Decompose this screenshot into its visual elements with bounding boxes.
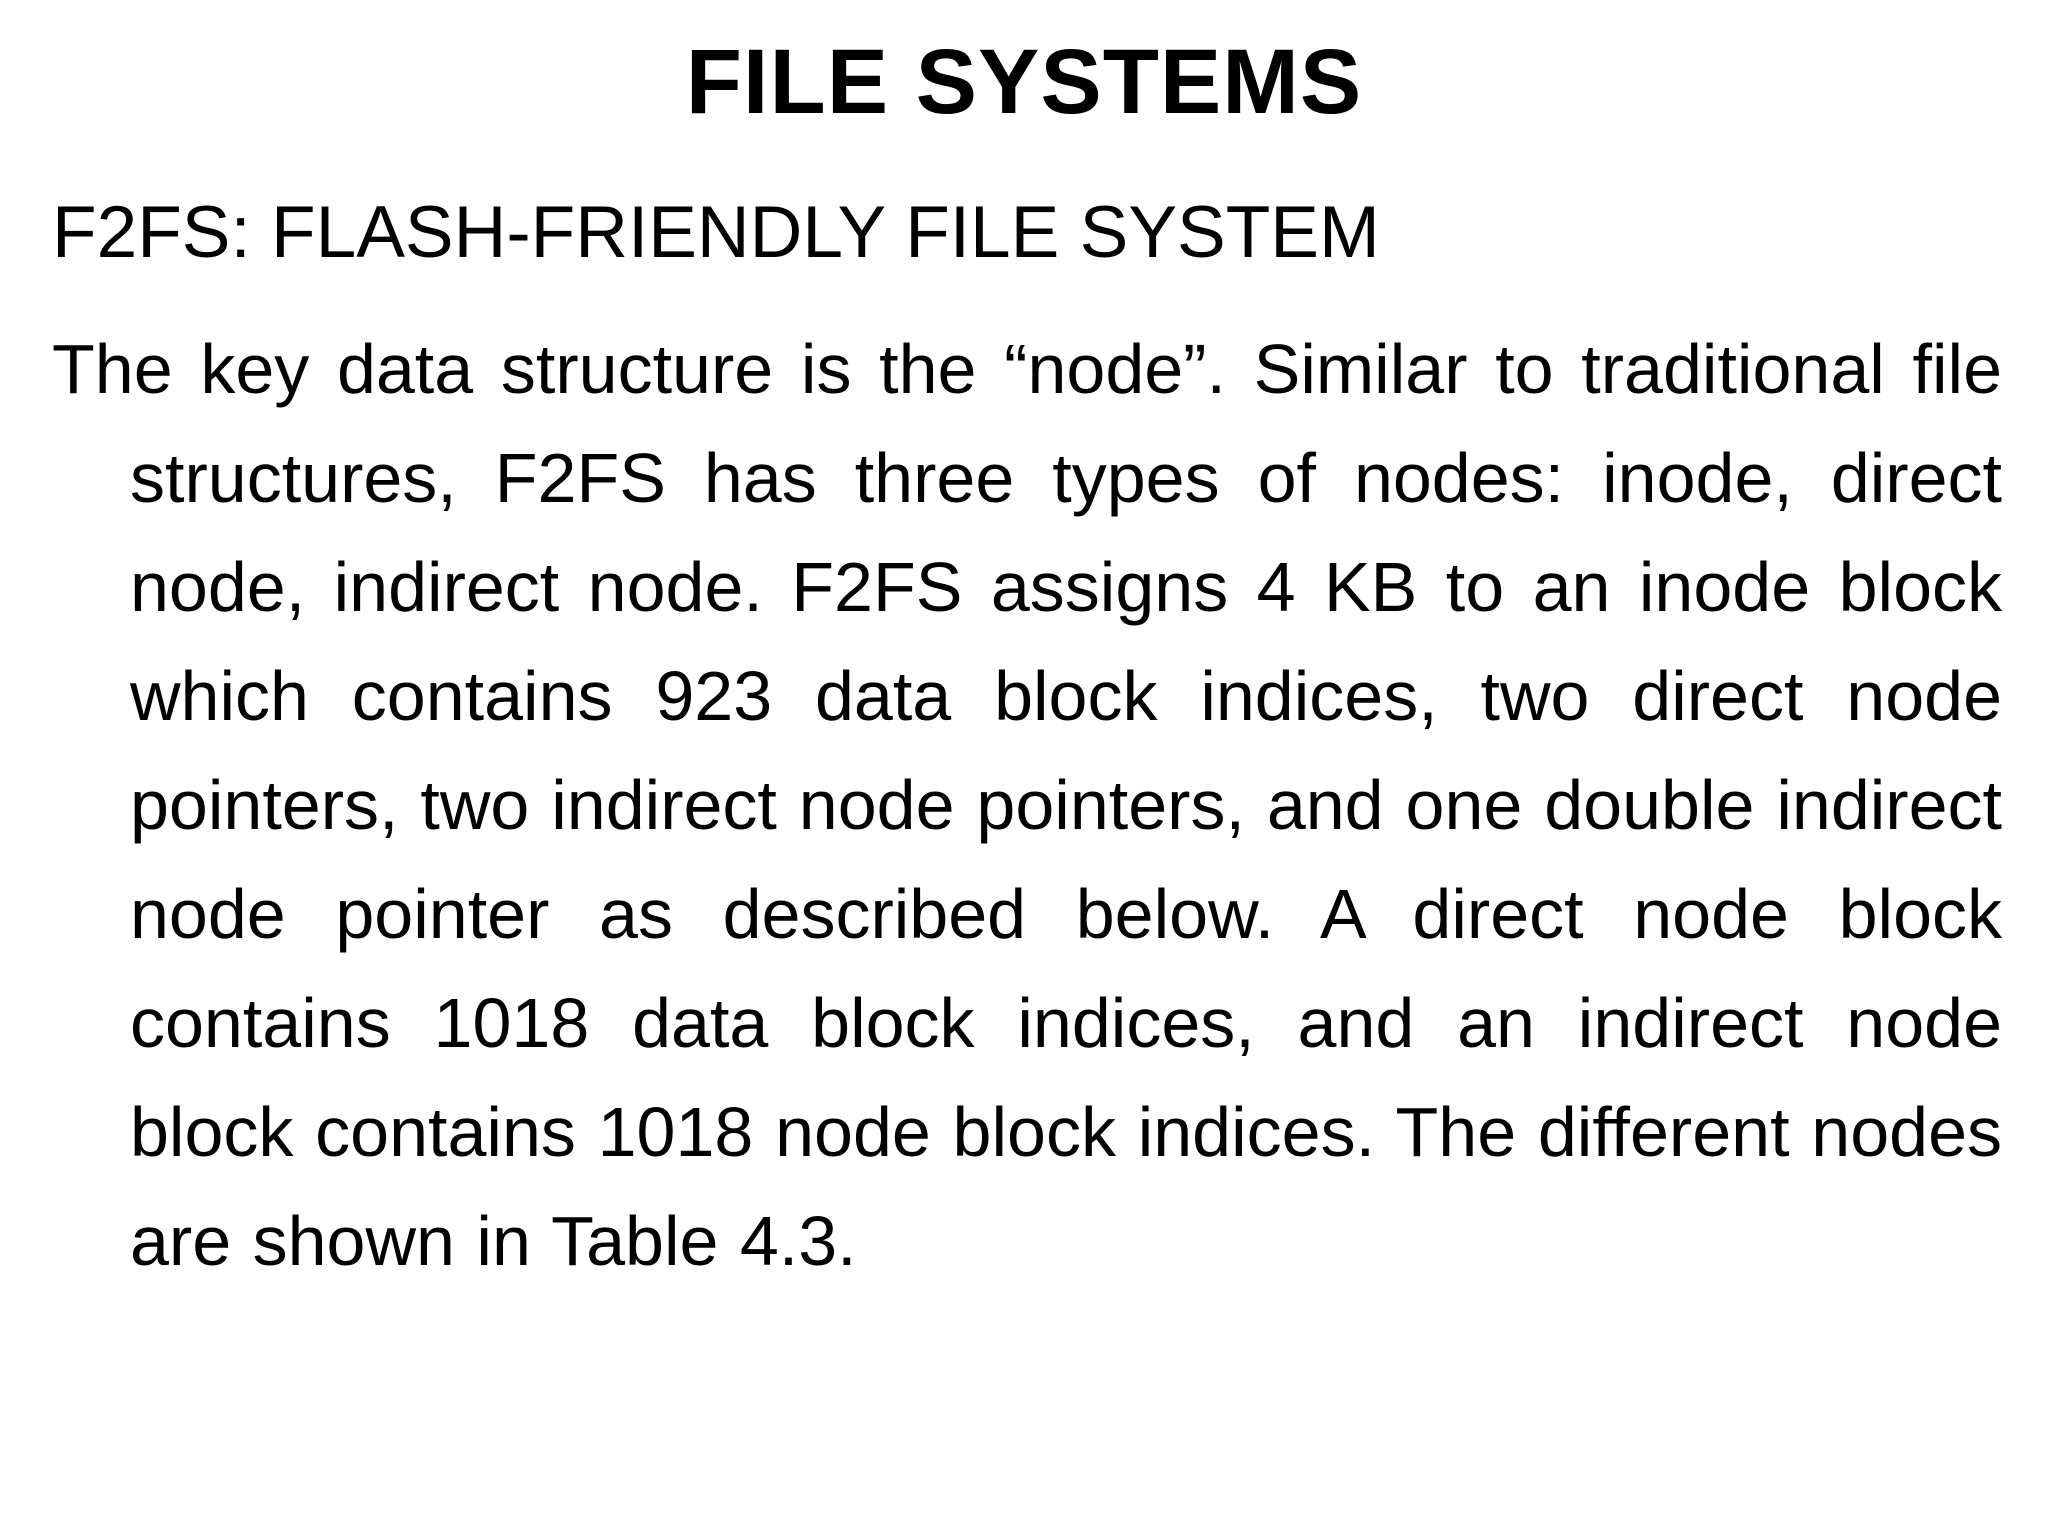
body-paragraph: The key data structure is the “node”. Si… [52,330,2002,1280]
slide-title: FILE SYSTEMS [685,31,1363,133]
slide-subtitle: F2FS: FLASH-FRIENDLY FILE SYSTEM [52,192,1380,273]
